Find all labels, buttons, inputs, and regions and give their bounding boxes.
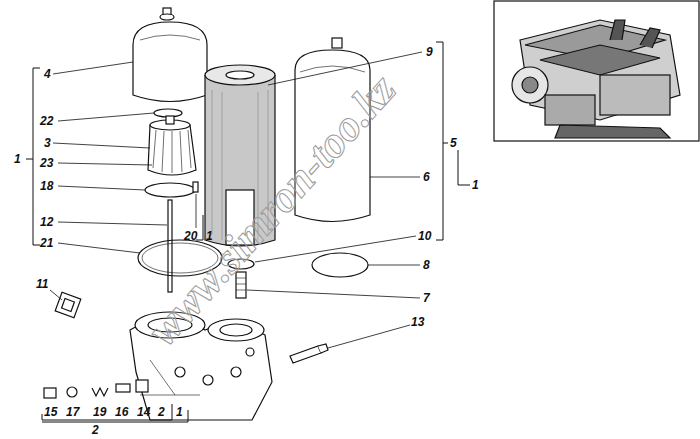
callout-number: 2 (158, 405, 165, 419)
callout-number: 5 (450, 136, 457, 150)
callout-number: 3 (44, 136, 51, 150)
callout-number: 9 (426, 45, 433, 59)
callout-number: 2 (92, 423, 99, 437)
callout-number: 4 (44, 67, 51, 81)
callout-number: 8 (423, 258, 430, 272)
callout-number: 17 (66, 405, 79, 419)
callout-number: 10 (418, 229, 431, 243)
callout-number: 19 (93, 405, 106, 419)
callout-number: 14 (137, 405, 150, 419)
callout-number: 1 (176, 405, 183, 419)
engine-inset (494, 1, 699, 141)
callout-number: 11 (36, 277, 48, 291)
callout-number: 13 (411, 315, 424, 329)
callout-number: 21 (40, 236, 53, 250)
callout-number: 12 (40, 215, 53, 229)
callout-number: 7 (423, 291, 430, 305)
callout-number: 23 (40, 156, 53, 170)
callout-number: 1 (14, 152, 21, 166)
callout-number: 18 (40, 179, 53, 193)
callout-number: 20 (184, 229, 197, 243)
callout-number: 16 (115, 405, 128, 419)
callout-number: 22 (40, 114, 53, 128)
callout-number: 1 (472, 178, 479, 192)
callout-number: 15 (44, 405, 57, 419)
callout-number: 6 (423, 170, 430, 184)
